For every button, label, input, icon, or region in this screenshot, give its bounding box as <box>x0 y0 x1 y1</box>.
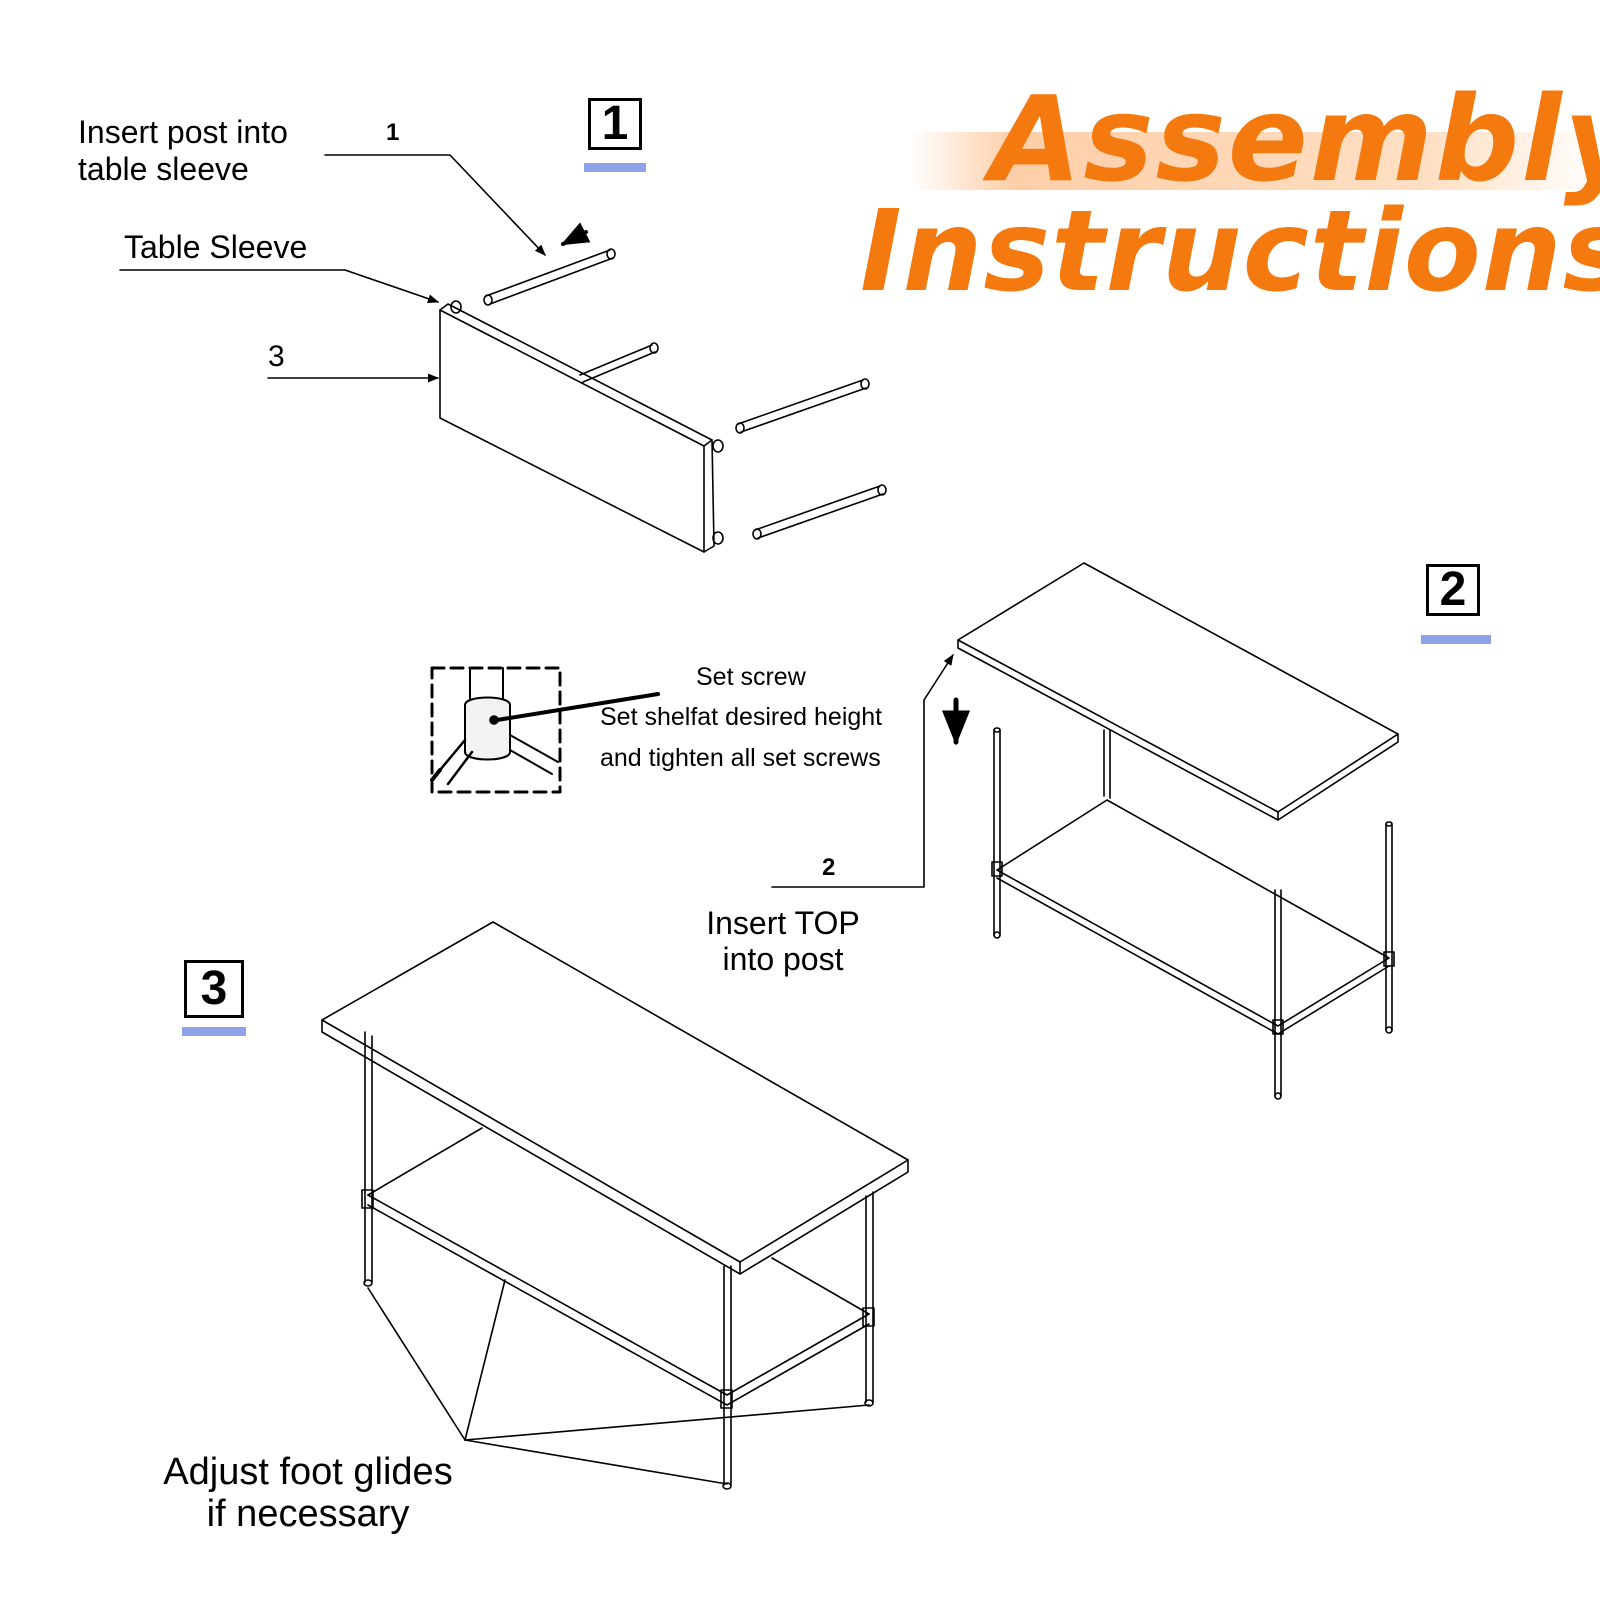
step-2-table-top <box>957 562 1399 821</box>
step-1-drawing <box>119 154 887 553</box>
insert-top-label-line-2: into post <box>722 941 844 977</box>
table-sleeve-panel <box>439 300 724 553</box>
step-3-marker: 3 <box>184 960 244 1018</box>
step-1-marker: 1 <box>588 98 642 150</box>
insert-top-leader <box>771 654 954 888</box>
step-3-underline <box>182 1027 246 1036</box>
step-2-drawing <box>430 562 1399 1100</box>
title-line-1: Assembly <box>990 70 1600 208</box>
foot-glides-label-line-1: Adjust foot glides <box>163 1451 453 1493</box>
title-line-2: Instructions <box>860 187 1600 317</box>
step-3-drawing <box>321 921 909 1490</box>
callout-number-3: 3 <box>268 340 285 373</box>
callout-number-1: 1 <box>386 119 400 146</box>
set-screw-label: Set screw <box>696 663 806 691</box>
set-shelf-label-line-1: Set shelfat desired height <box>600 703 883 731</box>
detail-inset <box>430 666 660 794</box>
set-shelf-label-line-2: and tighten all set screws <box>600 744 881 772</box>
foot-glides-label-line-2: if necessary <box>206 1493 410 1535</box>
step-2-frame <box>991 727 1395 1100</box>
step-2-marker: 2 <box>1426 564 1480 616</box>
foot-glides-leaders <box>367 1279 870 1485</box>
step-3-shelf <box>361 1127 875 1409</box>
step-2-underline <box>1421 635 1491 644</box>
arrow-icon <box>560 222 591 246</box>
insert-top-label-line-1: Insert TOP <box>706 905 860 941</box>
title-highlight-band <box>910 132 1600 190</box>
loose-posts <box>483 248 887 540</box>
step-3-legs <box>363 1031 874 1490</box>
insert-post-label-line-1: Insert post into <box>78 114 288 150</box>
table-sleeve-leader <box>119 269 440 303</box>
insert-post-label-line-2: table sleeve <box>78 151 249 187</box>
step-3-table-top <box>321 921 909 1275</box>
callout-number-2: 2 <box>822 854 836 881</box>
table-sleeve-label: Table Sleeve <box>124 229 308 265</box>
insert-post-leader <box>324 154 546 256</box>
step-1-underline <box>584 163 646 172</box>
